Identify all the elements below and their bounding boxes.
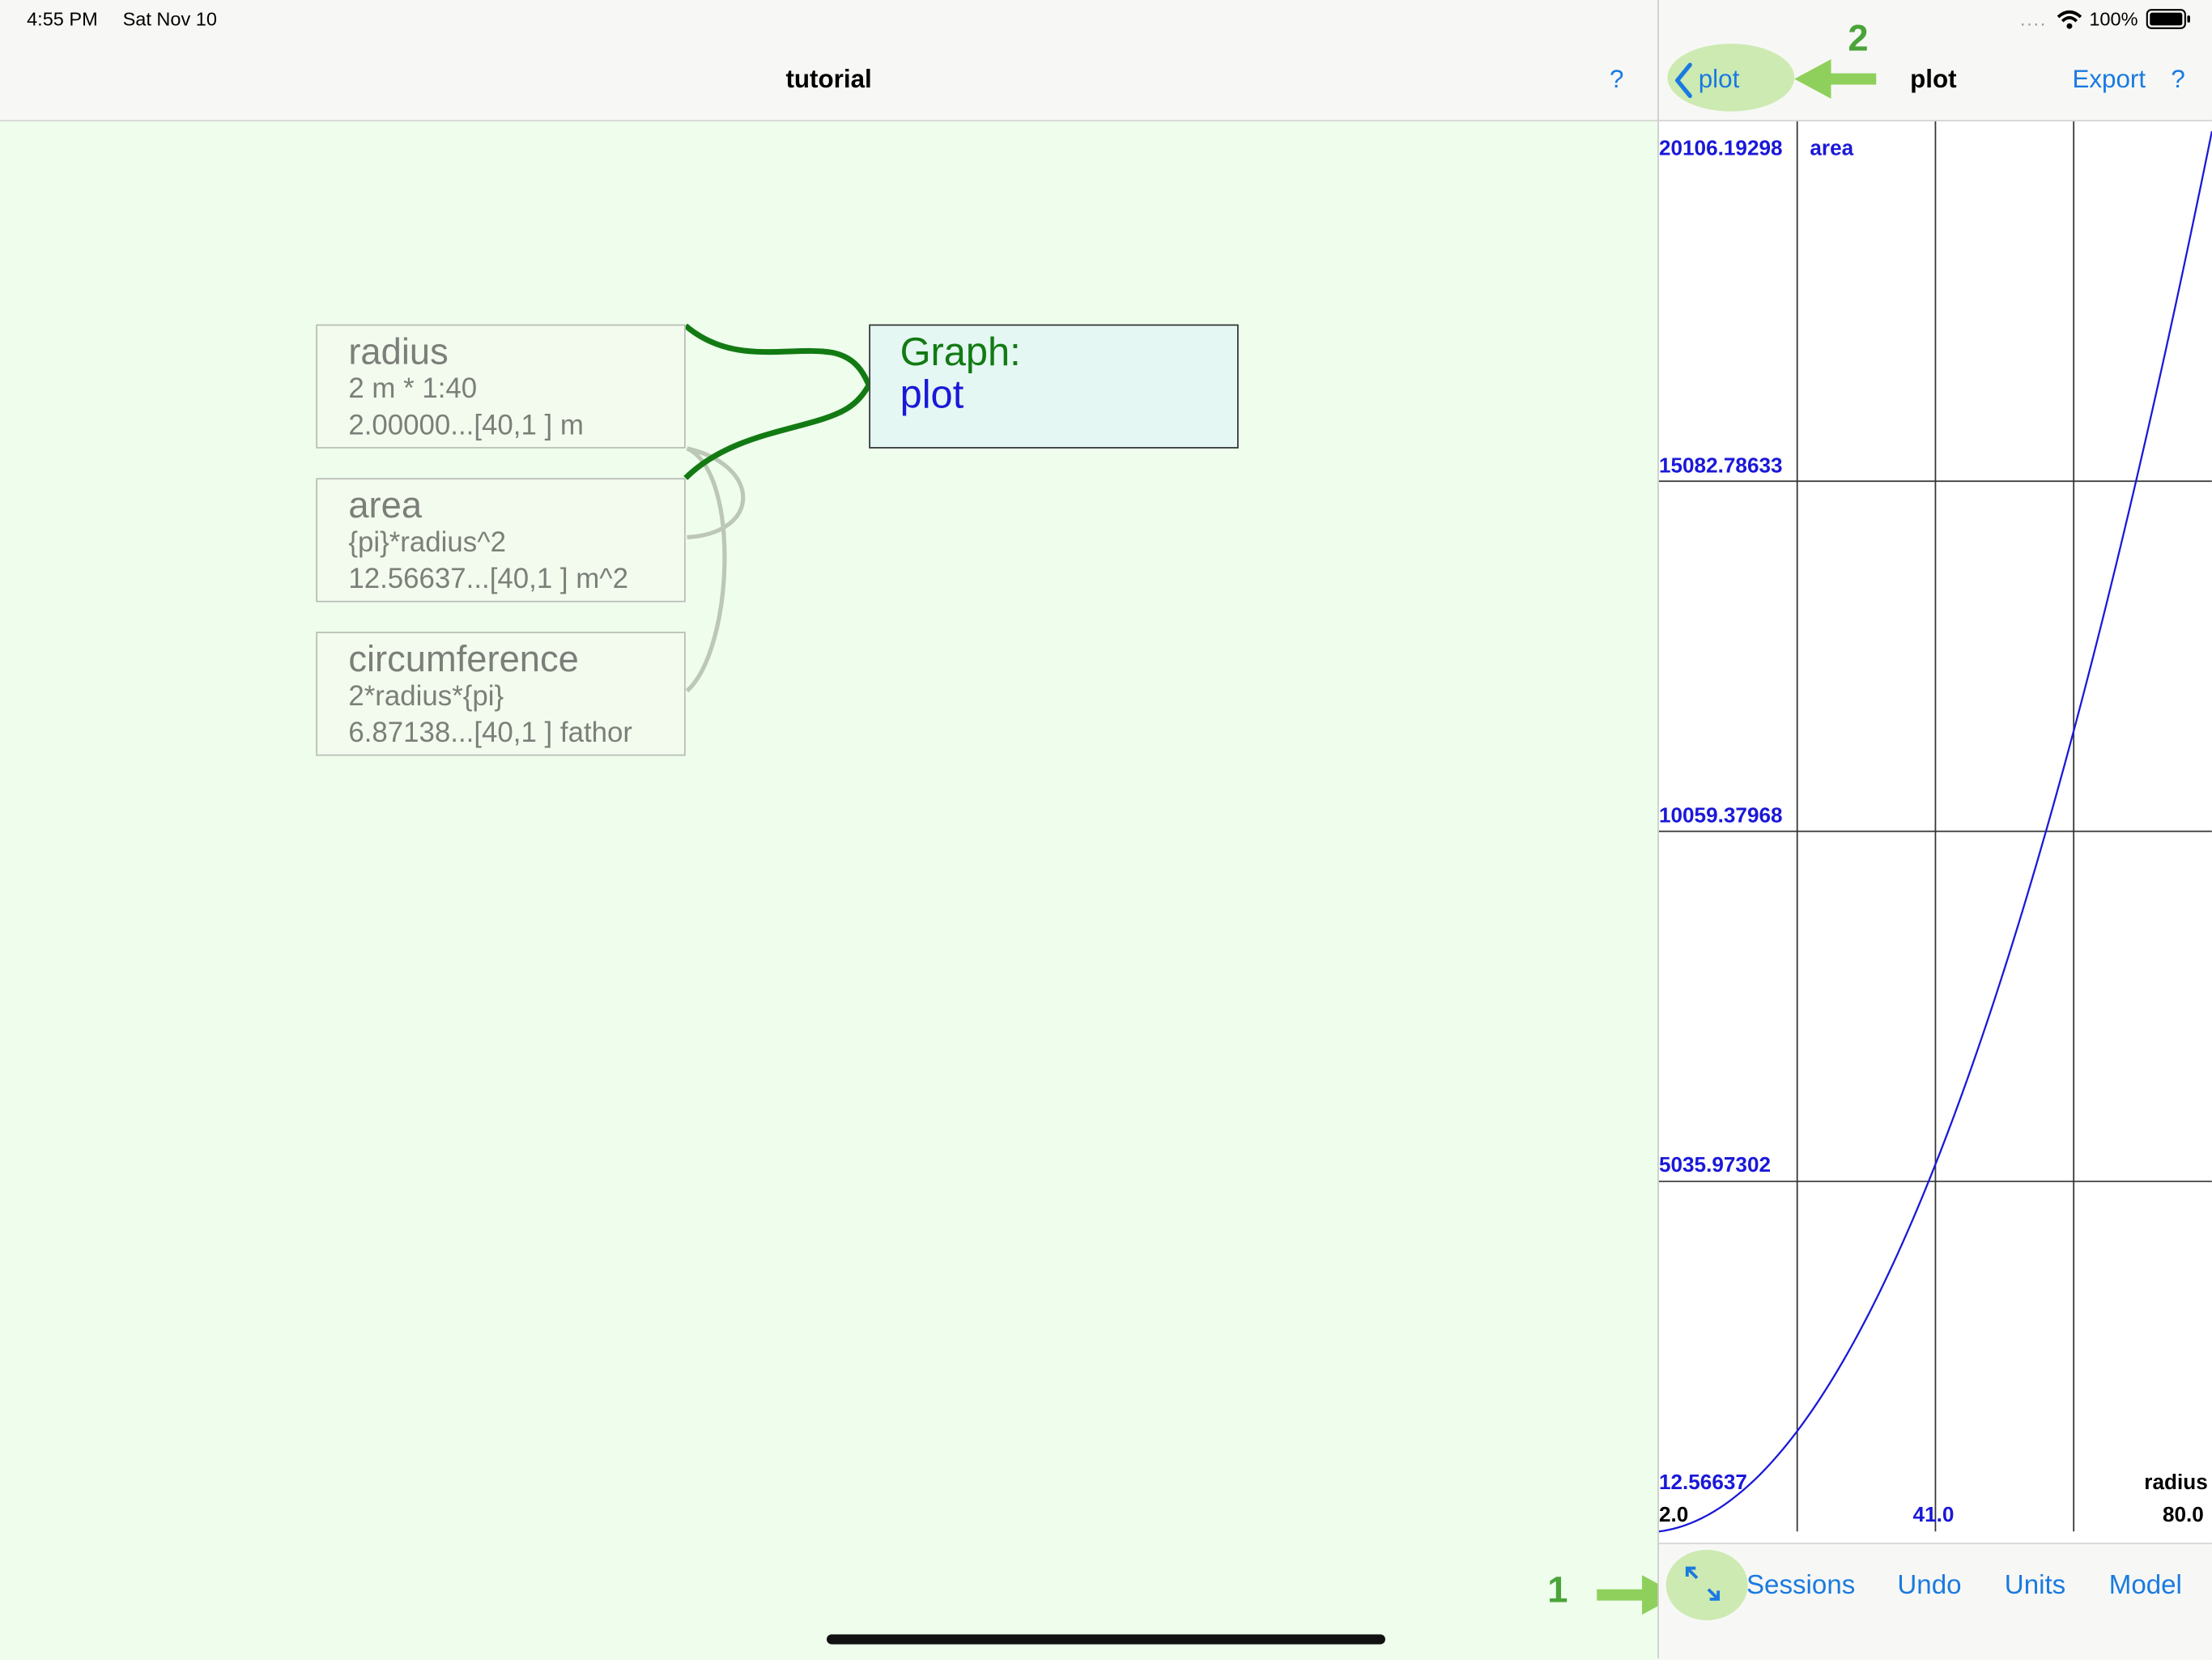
annotation-arrow-left-icon xyxy=(1794,59,1877,99)
model-canvas[interactable] xyxy=(0,0,1658,1659)
left-navigation-bar: 4:55 PM Sat Nov 10 tutorial ? xyxy=(0,0,1658,121)
node-name: circumference xyxy=(348,637,579,680)
plot-title: plot xyxy=(1910,65,1957,93)
back-button-highlight xyxy=(1667,43,1795,112)
y-tick-label: 10059.37968 xyxy=(1658,803,1783,828)
y-axis-label: area xyxy=(1810,136,1854,161)
link-circumference-radius xyxy=(685,446,727,693)
plot-grid xyxy=(1658,121,2212,1532)
node-value: 6.87138...[40,1 ] fathor xyxy=(348,717,633,749)
right-navigation-bar: .... 100% plot 2 plot Export ? xyxy=(1658,0,2212,121)
node-area[interactable]: area {pi}*radius^2 12.56637...[40,1 ] m^… xyxy=(316,478,686,602)
node-name: radius xyxy=(348,330,449,372)
wifi-icon xyxy=(2057,10,2082,29)
x-tick-label: 80.0 xyxy=(2162,1503,2204,1528)
chevron-left-icon xyxy=(1674,62,1692,99)
expand-button-highlight xyxy=(1665,1549,1748,1620)
graph-label: Graph: xyxy=(900,330,1021,374)
plot-labels: 20106.19298 area 15082.78633 10059.37968… xyxy=(1659,121,2212,1543)
y-tick-label: 5035.97302 xyxy=(1658,1153,1772,1178)
node-formula: 2 m * 1:40 xyxy=(348,373,478,405)
x-tick-label: 41.0 xyxy=(1912,1503,1955,1528)
y-tick-label: 15082.78633 xyxy=(1658,453,1783,479)
node-name: area xyxy=(348,483,423,526)
export-button[interactable]: Export xyxy=(2072,65,2146,93)
status-date: Sat Nov 10 xyxy=(122,8,217,30)
annotation-number-2: 2 xyxy=(1848,16,1869,60)
node-circumference[interactable]: circumference 2*radius*{pi} 6.87138...[4… xyxy=(316,632,686,756)
plot-help-button[interactable]: ? xyxy=(2171,65,2185,93)
expand-icon[interactable] xyxy=(1683,1564,1723,1603)
node-value: 2.00000...[40,1 ] m xyxy=(348,410,584,442)
node-formula: 2*radius*{pi} xyxy=(348,681,504,713)
node-value: 12.56637...[40,1 ] m^2 xyxy=(348,564,629,595)
bottom-toolbar: Sessions Undo Units Model xyxy=(1658,1543,2212,1660)
battery-percent: 100% xyxy=(2089,8,2138,30)
graph-name: plot xyxy=(900,372,964,416)
model-button[interactable]: Model xyxy=(2108,1571,2182,1601)
help-button[interactable]: ? xyxy=(1609,65,1624,93)
node-connections xyxy=(683,323,872,693)
annotation-number-1: 1 xyxy=(1547,1568,1568,1611)
x-axis-label: radius xyxy=(2144,1471,2208,1495)
units-button[interactable]: Units xyxy=(2004,1571,2066,1601)
node-formula: {pi}*radius^2 xyxy=(348,527,506,559)
signal-icon: .... xyxy=(2019,8,2048,30)
split-divider[interactable] xyxy=(1657,0,1659,1659)
battery-icon xyxy=(2146,9,2190,29)
x-tick-label: 2.0 xyxy=(1658,1503,1689,1528)
node-graph-plot[interactable]: Graph: plot xyxy=(869,324,1239,449)
home-indicator xyxy=(826,1634,1385,1645)
status-time: 4:55 PM xyxy=(27,8,98,30)
plot-chart[interactable] xyxy=(1658,121,2212,1543)
y-tick-label: 20106.19298 xyxy=(1658,136,1783,161)
y-tick-label: 12.56637 xyxy=(1658,1471,1747,1495)
sessions-button[interactable]: Sessions xyxy=(1746,1571,1856,1601)
plot-series-line xyxy=(1658,130,2212,1533)
link-plot-radius xyxy=(683,323,872,387)
back-button-label: plot xyxy=(1698,65,1740,93)
page-title: tutorial xyxy=(785,65,872,93)
undo-button[interactable]: Undo xyxy=(1897,1571,1962,1601)
node-radius[interactable]: radius 2 m * 1:40 2.00000...[40,1 ] m xyxy=(316,324,686,449)
link-plot-area xyxy=(683,383,872,480)
